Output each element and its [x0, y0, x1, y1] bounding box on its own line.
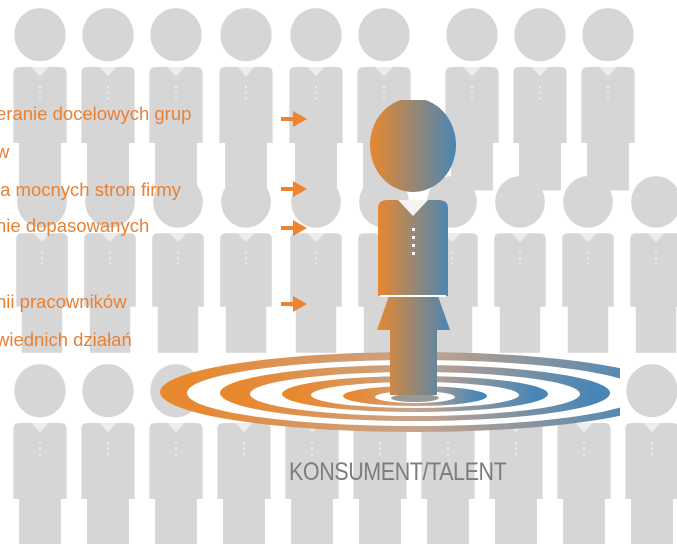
person-silhouette-icon [513, 8, 567, 191]
person-silhouette-icon [13, 8, 67, 191]
person-silhouette-icon [149, 8, 203, 191]
person-silhouette-icon [16, 176, 68, 353]
person-silhouette-icon [81, 364, 135, 544]
person-silhouette-icon [289, 8, 343, 191]
person-silhouette-icon [84, 176, 136, 353]
person-silhouette-icon [219, 8, 273, 191]
caption-label: KONSUMENT/TALENT [289, 458, 507, 486]
highlighted-person [370, 100, 456, 395]
list-item: wiednich działań [0, 329, 132, 350]
person-silhouette-icon [152, 176, 204, 353]
list-item: eranie docelowych grup [0, 103, 192, 124]
person-silhouette-icon [13, 364, 67, 544]
person-silhouette-icon [220, 176, 272, 353]
person-silhouette-icon [494, 176, 546, 353]
person-silhouette-icon [625, 364, 677, 544]
person-silhouette-icon [581, 8, 635, 191]
target-person-figure [160, 100, 620, 432]
arrow-right-icon [281, 220, 307, 236]
arrow-right-icon [281, 181, 307, 197]
person-silhouette-icon [445, 8, 499, 191]
person-silhouette-icon [562, 176, 614, 353]
arrow-right-icon [281, 296, 307, 312]
list-item: w [0, 141, 10, 162]
list-item: nii pracowników [0, 291, 127, 312]
person-silhouette-icon [630, 176, 677, 353]
arrow-right-icon [281, 111, 307, 127]
person-silhouette-icon [81, 8, 135, 191]
list-item: nie dopasowanych [0, 215, 150, 236]
list-item: ja mocnych stron firmy [0, 179, 182, 200]
